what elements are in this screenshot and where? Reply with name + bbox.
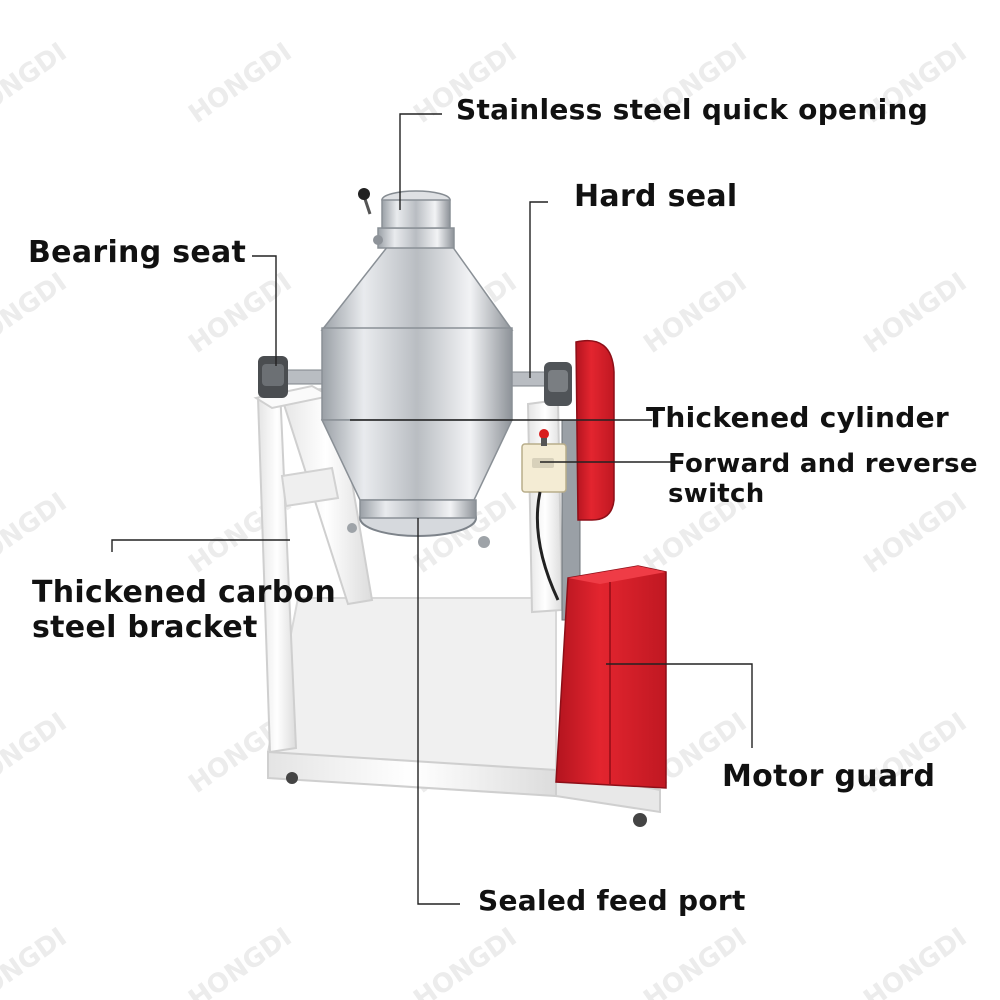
label-hard-seal: Hard seal (574, 179, 738, 214)
label-bracket-line1: Thickened carbon (32, 575, 337, 610)
label-bracket-line2: steel bracket (32, 609, 258, 645)
control-switch-box (521, 429, 567, 601)
watermark-text: HONGDI (858, 267, 972, 359)
watermark-text: HONGDI (638, 922, 752, 1000)
leader-bracket (111, 539, 290, 552)
watermark-text: HONGDI (183, 922, 297, 1000)
watermark-text: HONGDI (0, 487, 72, 579)
label-carbon-steel-bracket: Thickened carbon steel bracket (32, 575, 337, 645)
watermark-text: HONGDI (408, 922, 522, 1000)
leader-motor-guard (606, 663, 753, 748)
watermark-text: HONGDI (183, 267, 297, 359)
label-sealed-feed-port: Sealed feed port (478, 884, 746, 917)
watermark-text: HONGDI (0, 707, 72, 799)
watermark-text: HONGDI (0, 267, 72, 359)
mixing-cylinder (320, 188, 514, 548)
watermark-text: HONGDI (858, 922, 972, 1000)
watermark-text: HONGDI (0, 922, 72, 1000)
leader-feed-port (417, 518, 460, 905)
label-thickened-cylinder: Thickened cylinder (646, 401, 950, 434)
label-switch-line2: switch (668, 478, 765, 509)
label-quick-opening: Stainless steel quick opening (456, 93, 929, 126)
watermark-layer: HONGDI HONGDI HONGDI HONGDI HONGDI HONGDI HONG… (0, 37, 972, 1000)
leader-quick-opening (399, 113, 442, 210)
label-forward-reverse-switch: Forward and reverse switch (668, 449, 978, 510)
label-switch-line1: Forward and reverse (668, 449, 978, 479)
watermark-text: HONGDI (183, 37, 297, 129)
watermark-text: HONGDI (0, 37, 72, 129)
leader-hard-seal (529, 201, 548, 378)
label-bearing-seat: Bearing seat (28, 235, 247, 270)
leader-bearing-seat (252, 255, 277, 366)
base-frame (266, 597, 661, 827)
label-motor-guard: Motor guard (722, 759, 936, 794)
leader-lines (111, 113, 753, 905)
watermark-text: HONGDI (638, 267, 752, 359)
